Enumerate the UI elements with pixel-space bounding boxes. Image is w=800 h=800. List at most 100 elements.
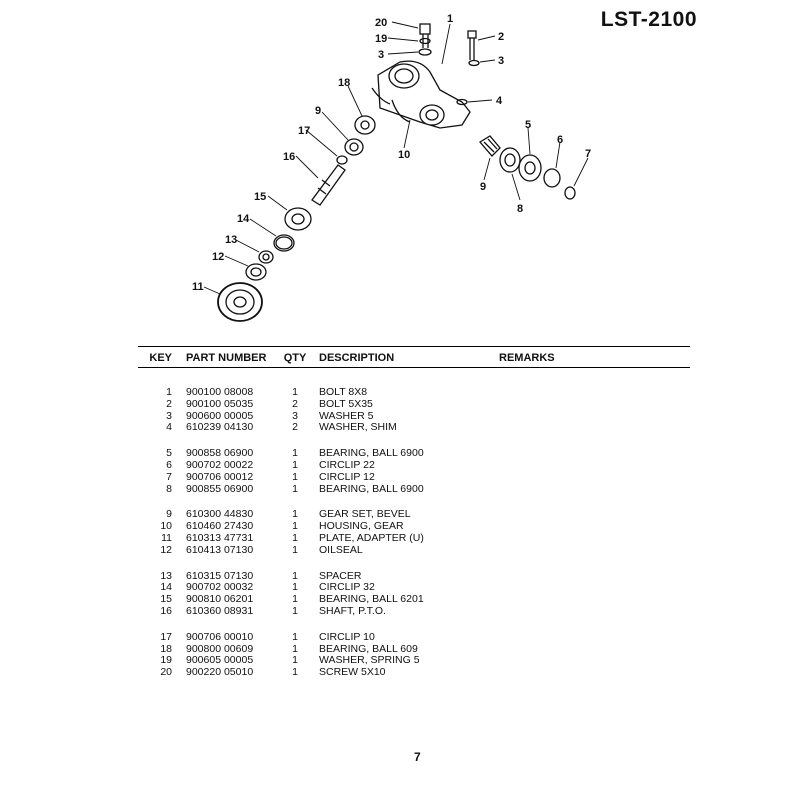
cell-description: BOLT 8X8	[319, 386, 368, 398]
circlip-12	[564, 186, 576, 200]
callout-15: 15	[254, 191, 266, 203]
circlip-22	[543, 168, 561, 188]
cell-description: SCREW 5X10	[319, 666, 386, 679]
cell-qty: 1	[292, 654, 298, 667]
cell-remarks	[494, 472, 690, 484]
pto-shaft	[311, 164, 346, 206]
cell-qty: 1	[292, 458, 298, 471]
cell-part-number: 610360 08931	[186, 604, 254, 617]
header-remarks: REMARKS	[494, 346, 690, 368]
callout-5: 5	[525, 119, 531, 131]
gear-housing	[371, 60, 471, 129]
callout-6: 6	[557, 134, 563, 146]
cell-key: 5	[166, 447, 172, 460]
table-spacer-row	[138, 557, 690, 571]
cell-qty: 1	[292, 666, 298, 679]
cell-qty: 1	[292, 482, 298, 495]
spring-washer	[419, 37, 431, 45]
table-spacer-row	[138, 434, 690, 448]
callout-2: 2	[498, 31, 504, 43]
cell-part-number: 610313 47731	[186, 531, 254, 544]
cell-qty: 1	[292, 581, 298, 594]
cell-qty: 1	[292, 508, 298, 521]
cell-qty: 1	[292, 543, 298, 556]
page-number: 7	[414, 750, 421, 764]
adapter-plate	[217, 282, 263, 322]
cell-key: 9	[166, 508, 172, 521]
cell-remarks	[494, 387, 690, 399]
cell-description: CIRCLIP 12	[319, 470, 375, 483]
cell-description: CIRCLIP 22	[319, 458, 375, 471]
cell-qty: 1	[292, 604, 298, 617]
table-header-row: KEY PART NUMBER QTY DESCRIPTION REMARKS	[138, 346, 690, 368]
cell-description: BEARING, BALL 609	[319, 642, 418, 655]
cell-key: 3	[166, 409, 172, 422]
cell-key: 20	[160, 666, 172, 679]
cell-key: 10	[160, 520, 172, 533]
cell-description: SPACER	[319, 569, 362, 582]
cell-qty: 2	[292, 397, 298, 410]
cell-remarks	[494, 399, 690, 411]
spacer	[258, 250, 274, 264]
callout-11: 11	[192, 281, 204, 293]
cell-part-number: 610413 07130	[186, 543, 254, 556]
cell-qty: 1	[292, 593, 298, 606]
callout-13: 13	[225, 234, 237, 246]
cell-key: 15	[160, 593, 172, 606]
cell-part-number: 900605 00005	[186, 654, 254, 667]
cell-qty: 1	[292, 569, 298, 582]
cell-part-number: 900100 05035	[186, 397, 254, 410]
bearing-609	[354, 115, 376, 135]
cell-remarks	[494, 448, 690, 460]
bolt-5x35	[467, 30, 477, 60]
cell-remarks	[494, 533, 690, 545]
cell-qty: 1	[292, 642, 298, 655]
cell-part-number: 900855 06900	[186, 482, 254, 495]
cell-key: 16	[160, 604, 172, 617]
cell-key: 18	[160, 642, 172, 655]
table-spacer-row	[138, 618, 690, 632]
cell-description: WASHER 5	[319, 409, 374, 422]
shim-washer	[456, 98, 468, 106]
cell-part-number: 900706 00012	[186, 470, 254, 483]
cell-remarks	[494, 521, 690, 533]
callout-7: 7	[585, 148, 591, 160]
circlip-10	[336, 155, 348, 165]
cell-remarks	[494, 655, 690, 667]
cell-key: 2	[166, 397, 172, 410]
cell-part-number: 900100 08008	[186, 386, 254, 398]
callout-20: 20	[375, 17, 387, 29]
callout-1: 1	[447, 13, 453, 25]
header-description: DESCRIPTION	[309, 346, 494, 368]
callout-12: 12	[212, 251, 224, 263]
cell-part-number: 900220 05010	[186, 666, 254, 679]
cell-qty: 2	[292, 421, 298, 434]
bevel-gear-left	[344, 138, 364, 156]
callout-3a: 3	[378, 49, 384, 61]
bearing-6900-outer	[518, 154, 542, 182]
cell-remarks	[494, 545, 690, 557]
oilseal	[245, 263, 267, 281]
cell-remarks	[494, 411, 690, 423]
header-qty: QTY	[281, 346, 309, 368]
bevel-gear-right	[479, 135, 501, 157]
callout-16: 16	[283, 151, 295, 163]
cell-key: 17	[160, 630, 172, 643]
cell-description: BOLT 5X35	[319, 397, 373, 410]
cell-part-number: 900702 00032	[186, 581, 254, 594]
cell-remarks	[494, 644, 690, 656]
cell-key: 7	[166, 470, 172, 483]
cell-description: BEARING, BALL 6201	[319, 593, 424, 606]
